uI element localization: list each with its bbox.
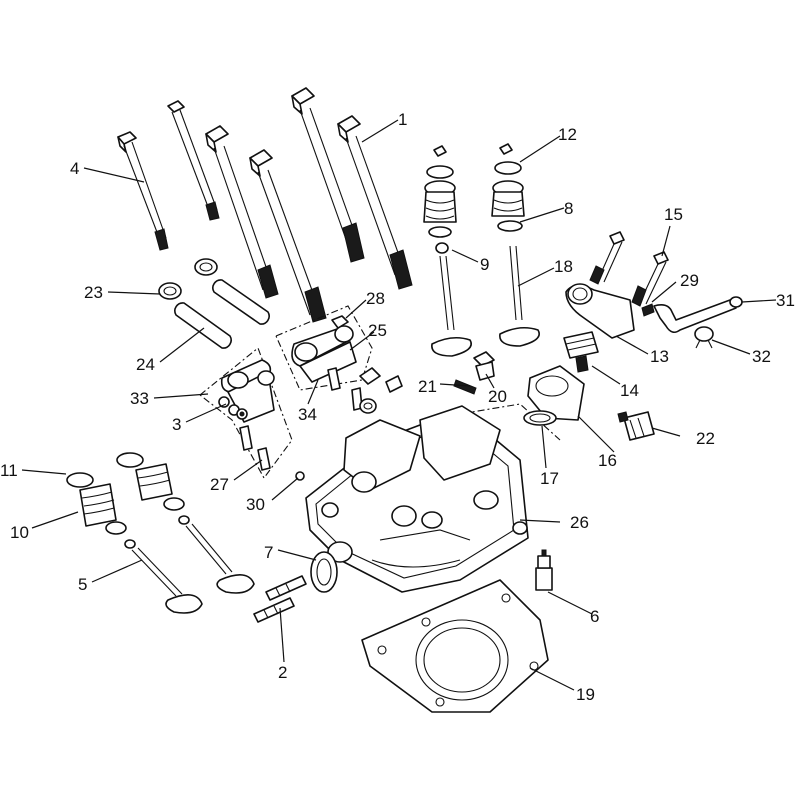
callout-30: 30 (246, 495, 265, 514)
rocker-group-left (199, 347, 293, 480)
head-bolt-e (291, 87, 365, 263)
callout-9: 9 (480, 255, 489, 274)
bolts-15 (589, 231, 669, 307)
callout-4: 4 (70, 159, 79, 178)
callout-3: 3 (172, 415, 181, 434)
head-bolt-b (167, 100, 220, 221)
callout-17: 17 (540, 469, 559, 488)
callout-22: 22 (696, 429, 715, 448)
callout-29: 29 (680, 271, 699, 290)
rocker-group-right (275, 305, 403, 414)
callout-5: 5 (78, 575, 87, 594)
callout-labels: 1 2 3 4 5 6 7 8 9 10 11 12 13 14 15 16 1… (0, 110, 795, 704)
intake-valves (423, 143, 540, 357)
callout-31: 31 (776, 291, 795, 310)
callout-13: 13 (650, 347, 669, 366)
callout-23: 23 (84, 283, 103, 302)
callout-28: 28 (366, 289, 385, 308)
cylinder-head (305, 405, 529, 593)
exhaust-valves (66, 452, 255, 614)
callout-24: 24 (136, 355, 155, 374)
head-bolt-4 (117, 131, 169, 251)
head-bolt-c (205, 125, 279, 299)
sensor-6 (535, 549, 553, 591)
callout-16: 16 (598, 451, 617, 470)
callout-10: 10 (10, 523, 29, 542)
callout-15: 15 (664, 205, 683, 224)
callout-8: 8 (564, 199, 573, 218)
seal-ring-7 (310, 551, 338, 593)
callout-25: 25 (368, 321, 387, 340)
callout-12: 12 (558, 125, 577, 144)
callout-33: 33 (130, 389, 149, 408)
callout-21: 21 (418, 377, 437, 396)
callout-26: 26 (570, 513, 589, 532)
callout-11: 11 (0, 461, 18, 480)
callout-6: 6 (590, 607, 599, 626)
callout-20: 20 (488, 387, 507, 406)
callout-14: 14 (620, 381, 639, 400)
hose-pipe-assembly (641, 296, 743, 349)
assembly-dash-line (447, 403, 561, 441)
callout-7: 7 (264, 543, 273, 562)
head-gasket (361, 579, 549, 713)
small-parts (295, 351, 495, 481)
thermostat-assembly (523, 283, 635, 426)
callout-19: 19 (576, 685, 595, 704)
callout-34: 34 (298, 405, 317, 424)
callout-2: 2 (278, 663, 287, 682)
callout-18: 18 (554, 257, 573, 276)
callout-1: 1 (398, 110, 407, 129)
callout-32: 32 (752, 347, 771, 366)
dowels-and-orings (158, 258, 270, 349)
callout-27: 27 (210, 475, 229, 494)
leader-lines (21, 119, 777, 691)
head-bolt-1 (337, 115, 413, 290)
studs-2 (253, 575, 307, 623)
head-bolt-d (249, 149, 327, 323)
sensor-22 (617, 411, 655, 441)
head-bolts (117, 87, 413, 323)
